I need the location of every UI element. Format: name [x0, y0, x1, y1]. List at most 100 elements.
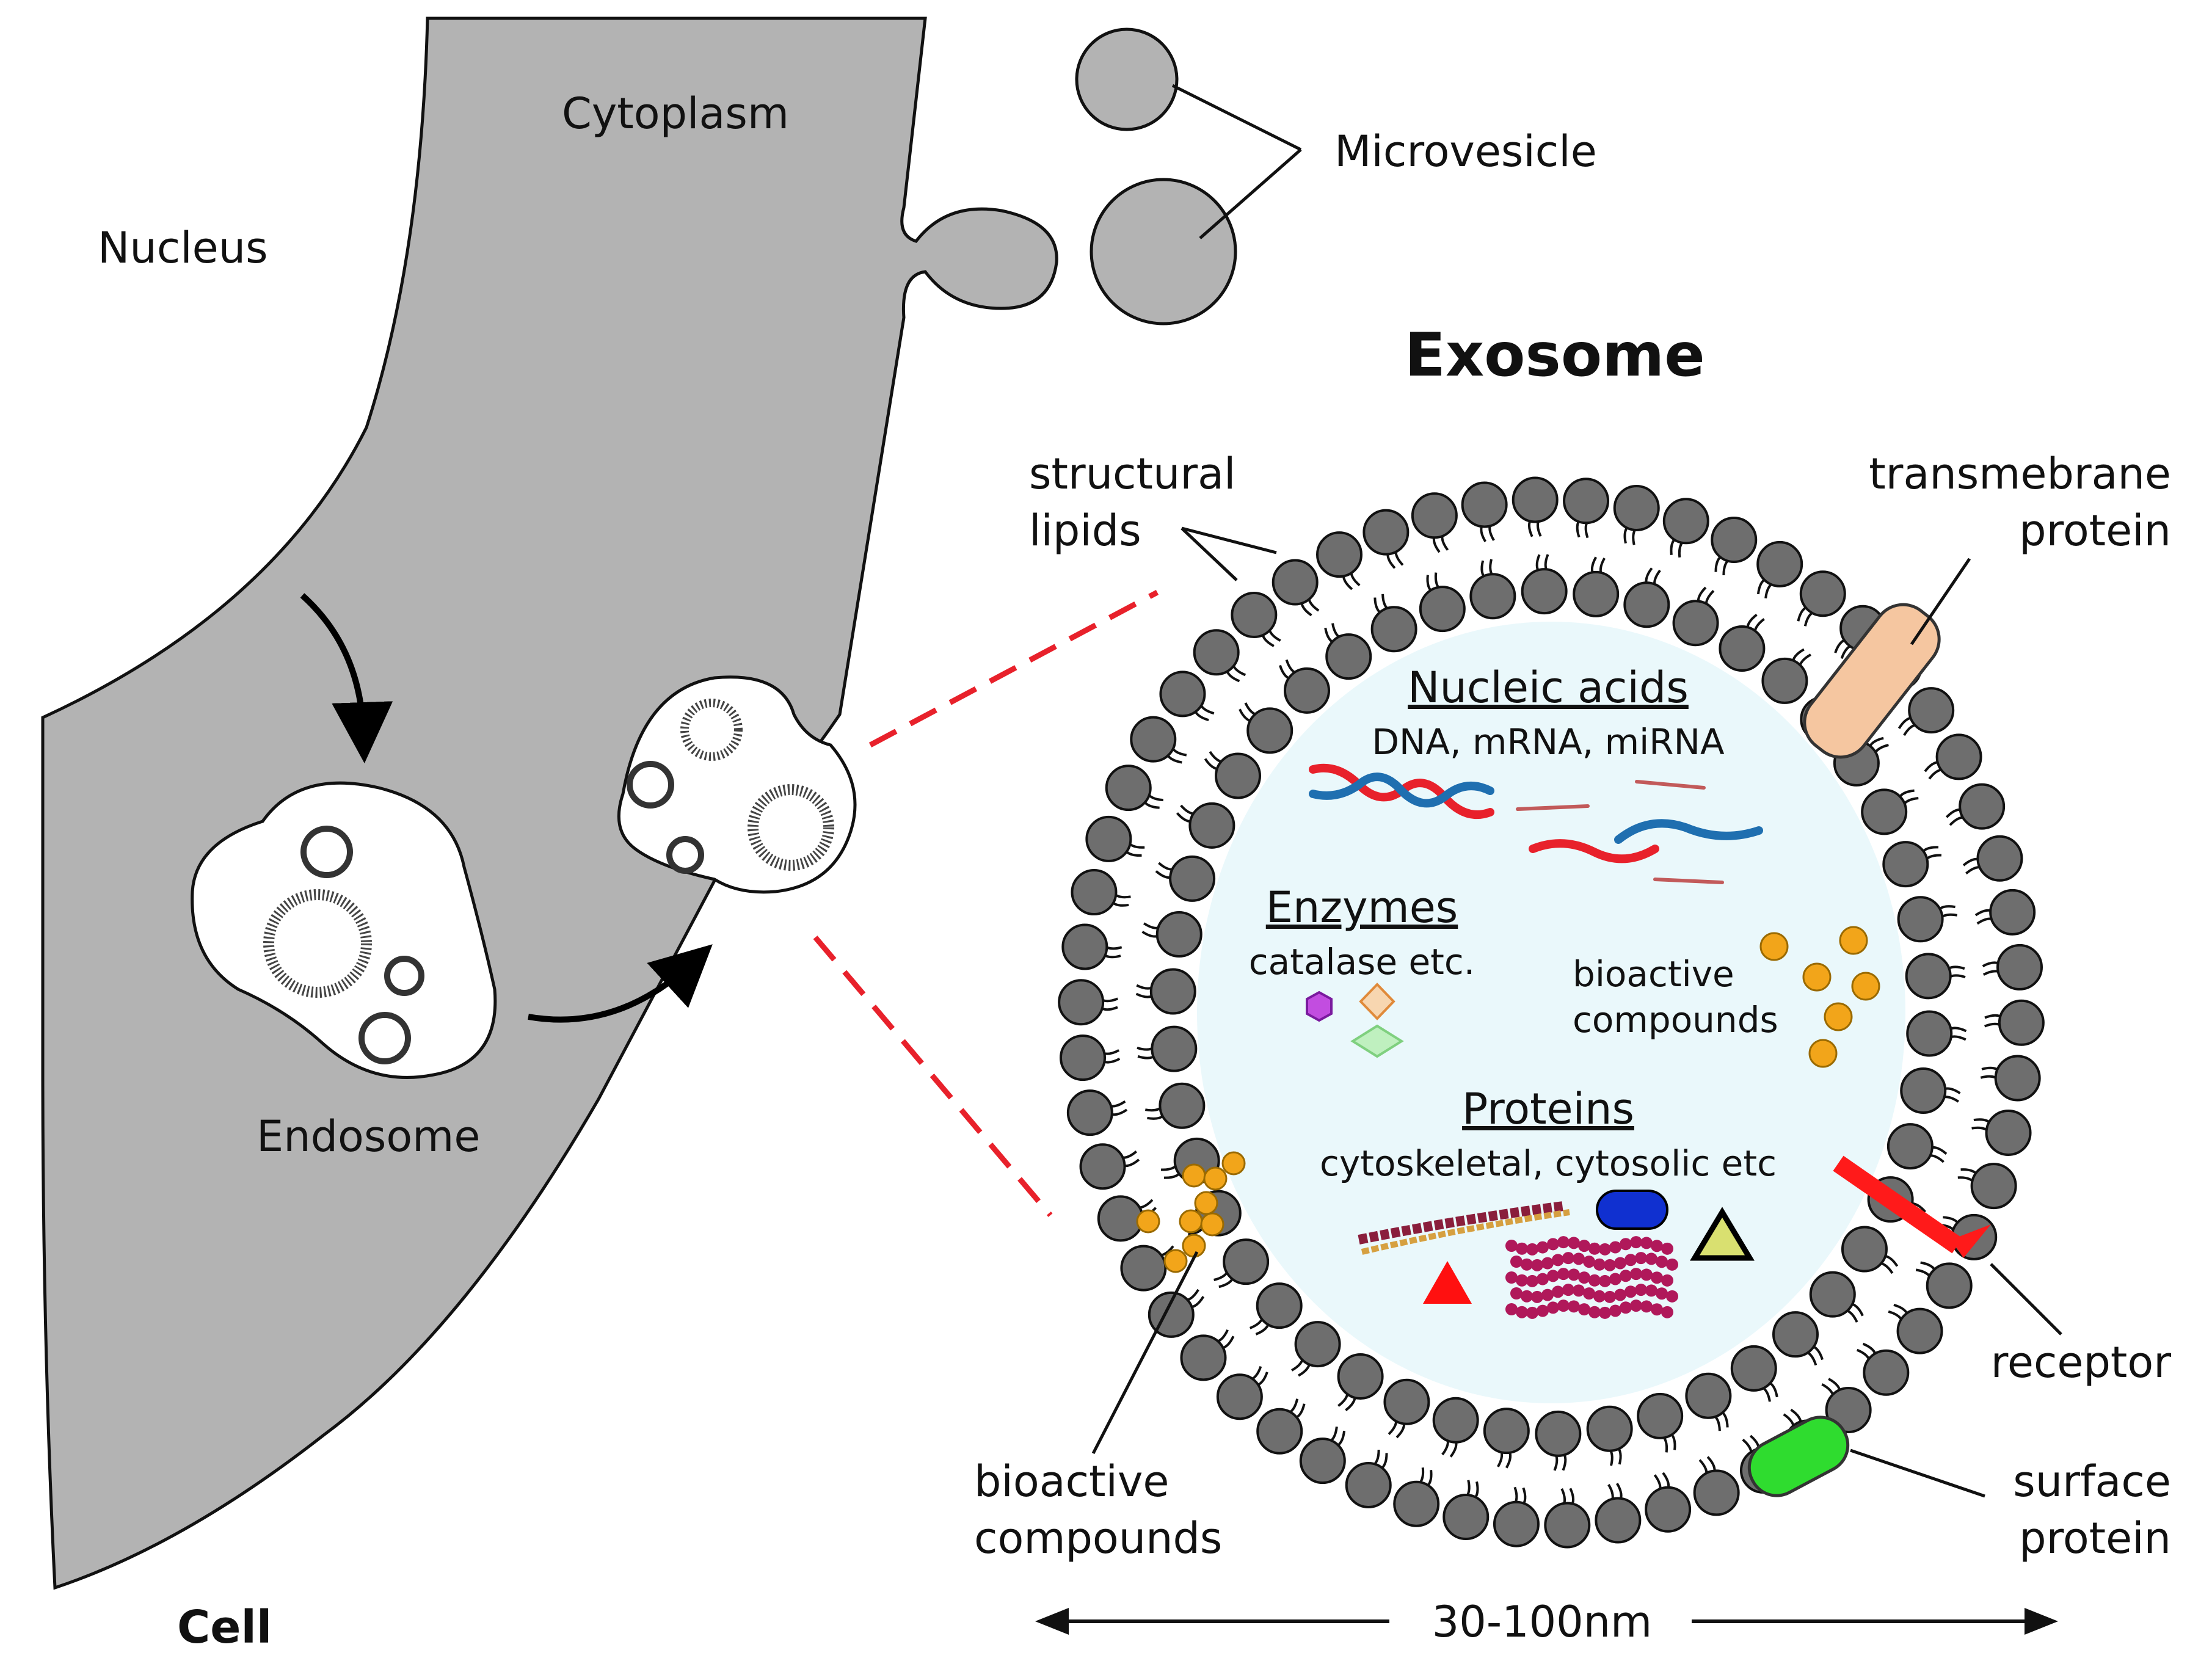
label-bioactive-inner-line1: bioactive: [1573, 953, 1734, 995]
transmembrane-pointer: [1910, 558, 1971, 645]
lipids-pointer-2: [1181, 527, 1238, 581]
helix-bead: [1645, 1284, 1657, 1297]
size-arrowhead-left: [1035, 1608, 1069, 1635]
label-size: 30-100nm: [1432, 1597, 1653, 1647]
helix-bead: [1573, 1252, 1585, 1265]
label-bioactive-inner-line2: compounds: [1573, 999, 1778, 1041]
mirna-3: [1653, 878, 1724, 884]
lipid-head: [1685, 1372, 1732, 1419]
helix-bead: [1583, 1287, 1595, 1300]
helix-bead: [1645, 1252, 1657, 1265]
enzyme-diamond-green: [1350, 1024, 1404, 1058]
receptor-fork: [1951, 1224, 1991, 1258]
helix-bead: [1578, 1271, 1590, 1284]
lipids-pointer-1: [1181, 526, 1277, 554]
lipid-head: [1586, 1405, 1633, 1452]
lipid-head: [1976, 835, 2023, 882]
lipid-head: [1906, 1010, 1953, 1057]
helix-bead: [1651, 1303, 1663, 1316]
label-nucleic-acids-sub: DNA, mRNA, miRNA: [1372, 721, 1725, 763]
helix-bead: [1651, 1271, 1663, 1284]
lipid-head: [1362, 509, 1410, 556]
lipid-head: [1085, 815, 1132, 862]
label-receptor: receptor: [1991, 1337, 2172, 1387]
lipid-head: [1159, 671, 1206, 718]
lipid-head: [1512, 476, 1559, 523]
lipid-head: [1825, 1386, 1872, 1433]
helix-bead: [1588, 1306, 1601, 1318]
arrow-to-membrane: [528, 944, 713, 1023]
label-bioactive-outer-line1: bioactive: [974, 1456, 1169, 1507]
lipid-head: [1998, 999, 2045, 1046]
helix-bead: [1557, 1268, 1570, 1281]
microvesicle-pointer-2: [1199, 148, 1302, 239]
lipid-head: [1256, 1282, 1303, 1329]
helix-bead: [1588, 1274, 1601, 1287]
filament-maroon: [1358, 1201, 1564, 1245]
lipid-head: [1272, 559, 1319, 606]
helix-bead: [1630, 1236, 1642, 1249]
helix-bead: [1521, 1290, 1533, 1303]
lipid-head: [1996, 943, 2043, 990]
lipid-head: [1861, 788, 1908, 835]
helix-bead: [1620, 1270, 1632, 1282]
helix-bead: [1604, 1259, 1616, 1271]
lipid-head: [1761, 657, 1808, 704]
endosome-vesicle-bottom: [358, 1012, 411, 1064]
helix-bead: [1620, 1238, 1632, 1251]
fusing-vesicle-exosome: [748, 784, 834, 871]
helix-bead: [1526, 1243, 1538, 1256]
lipid-head: [1294, 1321, 1341, 1368]
lipid-head: [1959, 783, 2006, 830]
mirna-1: [1516, 804, 1590, 811]
lipid-head: [1544, 1502, 1591, 1549]
enzyme-hexagon: [1306, 990, 1333, 1022]
helix-bead: [1521, 1258, 1533, 1271]
helix-bead: [1526, 1274, 1538, 1287]
endosome-vesicle-large: [263, 889, 372, 998]
fusing-vesicle-left: [627, 761, 674, 809]
lipid-head: [1994, 1055, 2041, 1102]
helix-bead: [1568, 1300, 1580, 1313]
lipid-head: [1393, 1480, 1440, 1527]
helix-bead: [1599, 1274, 1611, 1287]
rna-strand-red: [1529, 839, 1659, 863]
protein-helix-bundle: [1505, 1236, 1678, 1319]
endosome-vesicle-top: [300, 826, 353, 878]
microvesicle-top: [1075, 27, 1179, 131]
lipid-head: [1469, 573, 1516, 620]
helix-bead: [1537, 1304, 1549, 1317]
zoom-line-top: [868, 590, 1159, 747]
lipid-head: [1613, 484, 1660, 531]
protein-red-triangle: [1423, 1261, 1472, 1304]
helix-bead: [1656, 1287, 1668, 1300]
helix-bead: [1640, 1237, 1653, 1249]
bioactive-compounds-inner: [1759, 926, 1880, 1068]
helix-bead: [1547, 1270, 1559, 1282]
helix-bead: [1562, 1252, 1574, 1265]
lipid-head: [1756, 540, 1803, 587]
helix-bead: [1635, 1284, 1647, 1296]
helix-bead: [1593, 1258, 1606, 1271]
helix-bead: [1516, 1306, 1528, 1318]
lipid-head: [1383, 1378, 1430, 1425]
label-enzymes-sub: catalase etc.: [1249, 941, 1475, 983]
lipid-head: [1573, 570, 1620, 617]
helix-bead: [1547, 1301, 1559, 1314]
lipid-head: [1215, 752, 1262, 799]
helix-bead: [1516, 1242, 1528, 1255]
lipid-head: [1693, 1469, 1740, 1516]
helix-bead: [1510, 1256, 1523, 1268]
lipid-head: [1672, 600, 1719, 647]
lipid-head: [1256, 1408, 1303, 1455]
lipid-head: [1970, 1163, 2017, 1210]
helix-bead: [1526, 1306, 1538, 1319]
helix-bead: [1604, 1290, 1616, 1303]
helix-bead: [1557, 1236, 1570, 1249]
helix-bead: [1630, 1268, 1642, 1281]
lipid-head: [1432, 1397, 1479, 1444]
lipid-head: [1060, 1034, 1107, 1081]
lipid-head: [1886, 1123, 1934, 1170]
helix-bead: [1505, 1240, 1518, 1252]
lipid-head: [1493, 1500, 1540, 1547]
